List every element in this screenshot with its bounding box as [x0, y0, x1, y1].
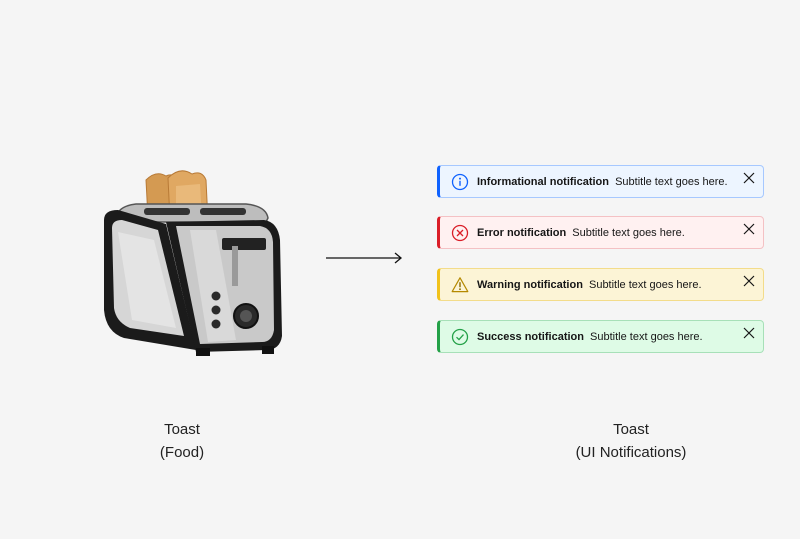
toast-notification-success: Success notification Subtitle text goes … — [437, 320, 764, 353]
toast-text: Error notification Subtitle text goes he… — [477, 227, 743, 239]
toast-notification-info: Informational notification Subtitle text… — [437, 165, 764, 198]
toast-title: Warning notification — [477, 278, 583, 291]
toast-subtitle: Subtitle text goes here. — [590, 330, 703, 343]
warning-icon — [451, 276, 469, 292]
close-icon[interactable] — [743, 223, 755, 235]
caption-title: Toast — [613, 421, 649, 438]
toast-text: Warning notification Subtitle text goes … — [477, 279, 743, 291]
success-icon — [451, 328, 469, 345]
info-icon — [451, 173, 469, 190]
toast-text: Informational notification Subtitle text… — [477, 176, 743, 188]
close-icon[interactable] — [743, 275, 755, 287]
caption-title: Toast — [164, 421, 200, 438]
toast-notification-error: Error notification Subtitle text goes he… — [437, 216, 764, 249]
toast-subtitle: Subtitle text goes here. — [588, 278, 702, 291]
toast-notification-warning: Warning notification Subtitle text goes … — [437, 268, 764, 301]
toast-subtitle: Subtitle text goes here. — [572, 226, 685, 239]
caption-food: Toast (Food) — [82, 418, 282, 464]
error-icon — [451, 224, 469, 241]
toast-text: Success notification Subtitle text goes … — [477, 331, 743, 343]
toast-title: Error notification — [477, 226, 567, 239]
caption-subtitle: (Food) — [159, 444, 205, 461]
caption-ui-notifications: Toast (UI Notifications) — [531, 418, 731, 464]
toast-title: Success notification — [477, 330, 584, 343]
close-icon[interactable] — [743, 327, 755, 339]
toaster-icon — [104, 170, 282, 356]
caption-subtitle: (UI Notifications) — [575, 444, 687, 461]
toast-subtitle: Subtitle text goes here. — [615, 175, 728, 188]
toast-title: Informational notification — [477, 175, 609, 188]
arrow-right-icon — [326, 252, 403, 264]
close-icon[interactable] — [743, 172, 755, 184]
